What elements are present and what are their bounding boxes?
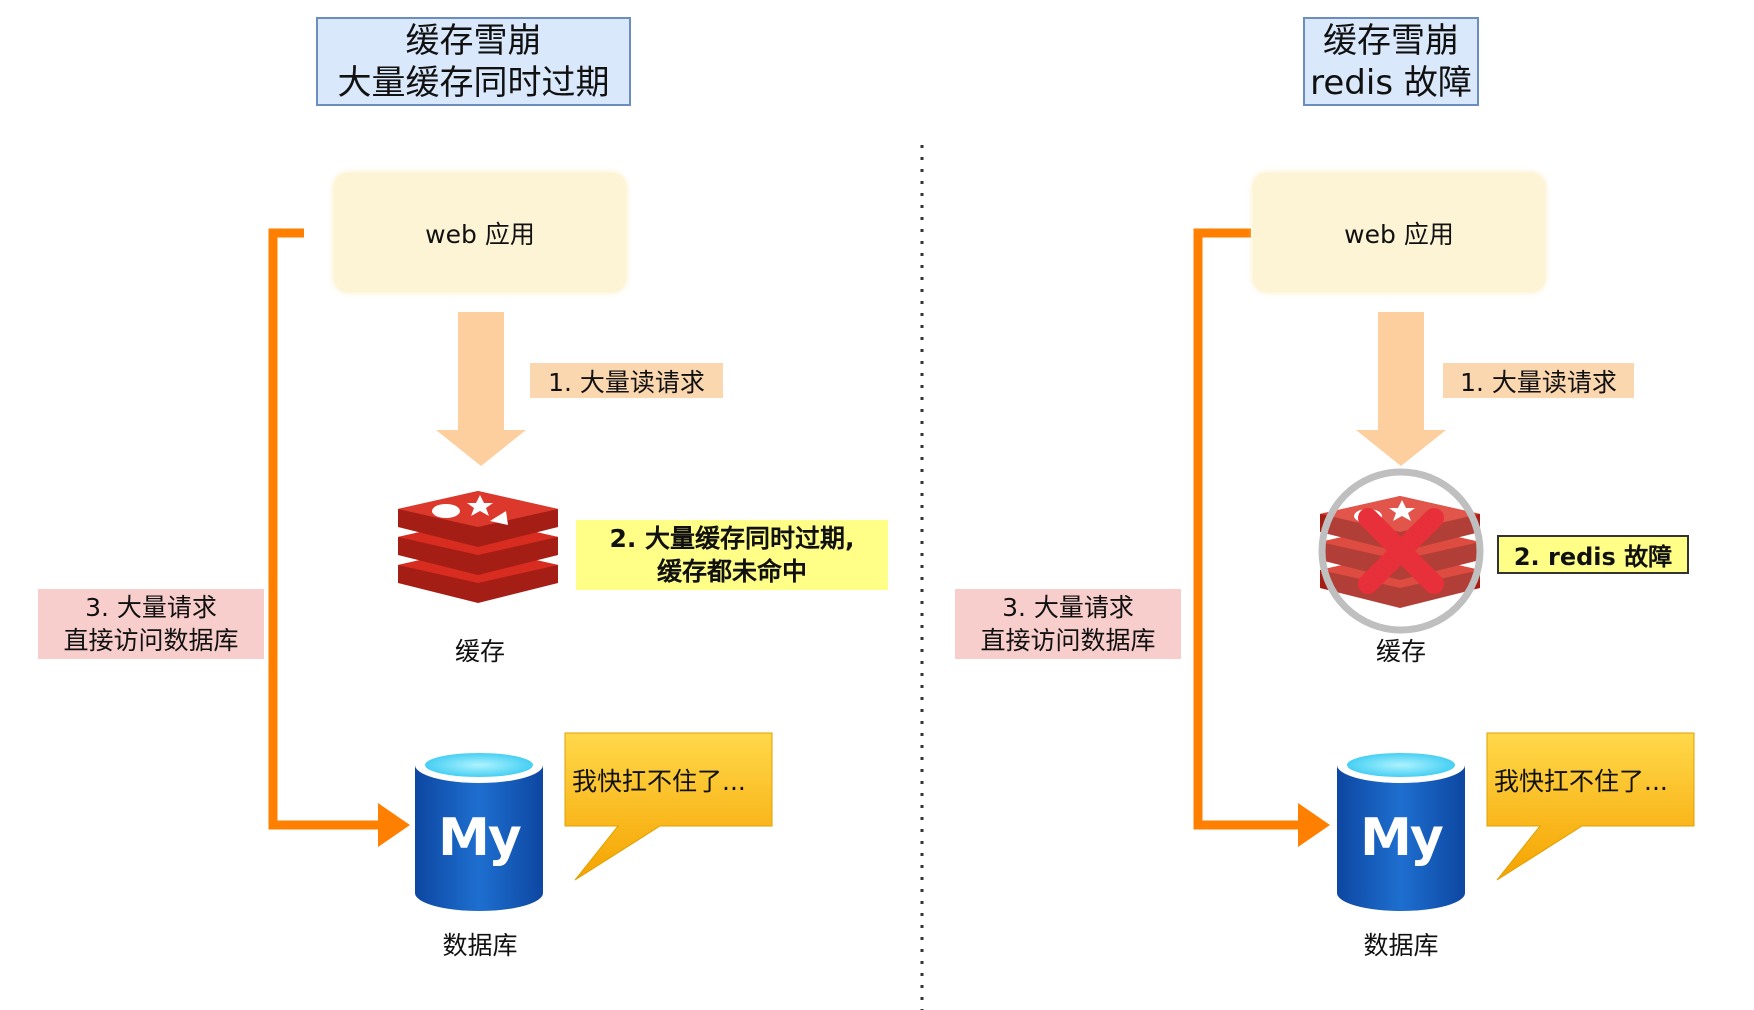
left-redis-icon — [398, 491, 558, 603]
left-web-app-box: web 应用 — [334, 173, 626, 292]
right-step1-label: 1. 大量读请求 — [1443, 363, 1634, 398]
right-title-line1: 缓存雪崩 — [1323, 20, 1459, 61]
left-request-arrow — [436, 312, 526, 466]
right-step2-label: 2. redis 故障 — [1497, 535, 1689, 574]
left-step1-label: 1. 大量读请求 — [530, 363, 723, 398]
right-title-box: 缓存雪崩 redis 故障 — [1303, 17, 1479, 106]
left-db-path-line — [268, 228, 380, 830]
right-web-app-box: web 应用 — [1253, 173, 1545, 292]
error-x-icon — [1358, 508, 1444, 594]
left-step2-label: 2. 大量缓存同时过期, 缓存都未命中 — [576, 520, 888, 590]
right-step3-label: 3. 大量请求 直接访问数据库 — [955, 589, 1181, 659]
right-db-path-arrowhead — [1298, 803, 1330, 847]
left-web-app-label: web 应用 — [425, 219, 535, 249]
left-speech-bubble-icon — [564, 732, 773, 881]
left-db-logo-text: My — [438, 808, 522, 868]
left-title-box: 缓存雪崩 大量缓存同时过期 — [316, 17, 631, 106]
left-db-path-arrowhead — [378, 803, 410, 847]
right-cache-label: 缓存 — [1375, 637, 1426, 666]
right-speech-bubble-icon — [1486, 732, 1695, 881]
left-title-line2: 大量缓存同时过期 — [337, 62, 610, 103]
right-db-logo-text: My — [1360, 808, 1444, 868]
left-db-label: 数据库 — [442, 931, 518, 960]
left-step3-label: 3. 大量请求 直接访问数据库 — [38, 589, 264, 659]
left-cache-label: 缓存 — [454, 637, 505, 666]
right-db-label: 数据库 — [1363, 931, 1439, 960]
right-db-path-line — [1193, 228, 1300, 830]
left-speech-text: 我快扛不住了... — [572, 767, 746, 796]
right-title-line2: redis 故障 — [1310, 62, 1472, 103]
right-request-arrow — [1356, 312, 1446, 466]
right-speech-text: 我快扛不住了... — [1494, 767, 1668, 796]
right-web-app-label: web 应用 — [1344, 219, 1454, 249]
left-title-line1: 缓存雪崩 — [405, 20, 542, 61]
